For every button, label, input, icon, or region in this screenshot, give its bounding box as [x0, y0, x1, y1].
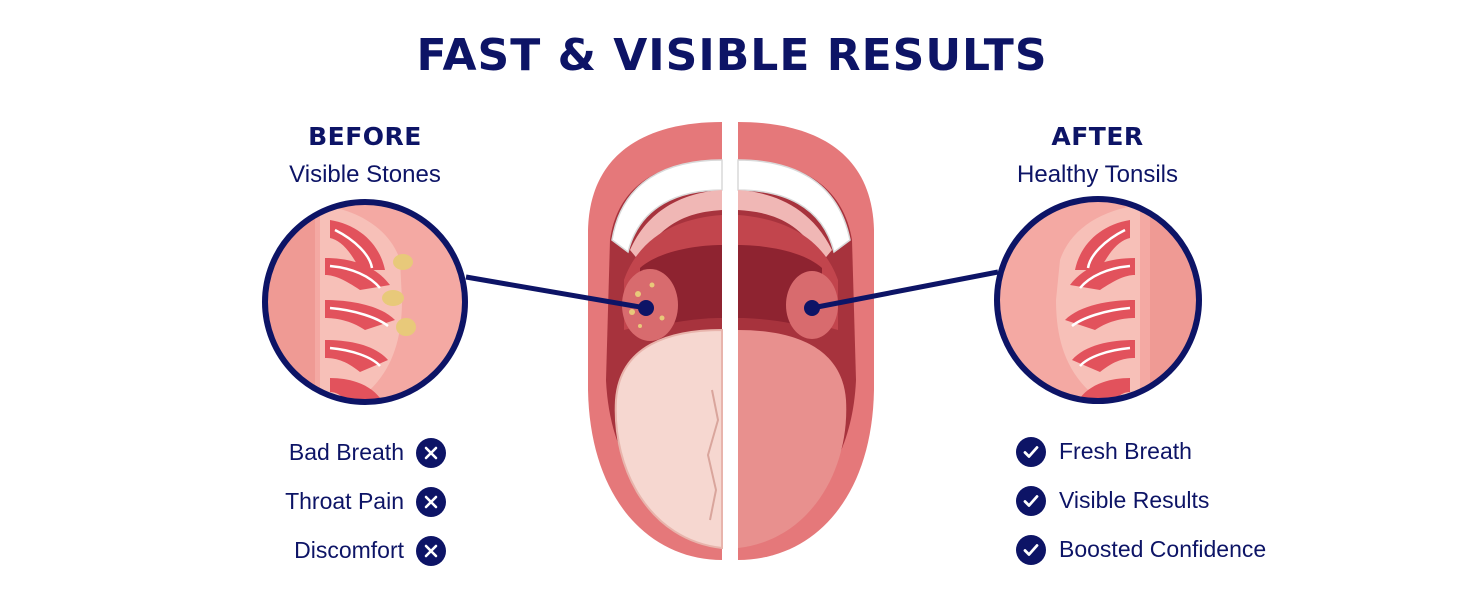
after-connector-dot [804, 300, 820, 316]
x-circle-icon [416, 437, 446, 468]
x-circle-icon [416, 486, 446, 517]
before-connector-line [465, 274, 647, 311]
after-connector-line [811, 269, 999, 311]
symptom-label: Throat Pain [285, 488, 404, 514]
before-tonsil-closeup [262, 199, 468, 405]
divider [726, 118, 736, 566]
mouth-left-half [588, 122, 723, 560]
symptom-label: Bad Breath [288, 439, 404, 465]
check-circle-icon [1016, 485, 1046, 516]
benefit-label: Fresh Breath [1059, 438, 1192, 464]
list-item: Boosted Confidence [1016, 525, 1316, 574]
benefit-label: Visible Results [1059, 487, 1210, 513]
benefit-label: Boosted Confidence [1059, 536, 1267, 562]
before-header: BEFORE Visible Stones [225, 122, 505, 189]
mouth-right-half [737, 122, 874, 560]
after-header: AFTER Healthy Tonsils [955, 122, 1240, 189]
before-heading: BEFORE [308, 122, 422, 151]
symptom-label: Discomfort [294, 537, 404, 563]
list-item: Visible Results [1016, 476, 1316, 525]
list-item: Throat Pain [230, 477, 446, 526]
check-circle-icon [1016, 436, 1046, 467]
after-heading: AFTER [1051, 122, 1144, 151]
page-title: FAST & VISIBLE RESULTS [416, 30, 1048, 81]
before-subheading: Visible Stones [289, 161, 441, 188]
after-benefit-list: Fresh Breath Visible Results Boosted Con… [1016, 427, 1316, 574]
list-item: Fresh Breath [1016, 427, 1316, 476]
after-subheading: Healthy Tonsils [1017, 161, 1178, 188]
list-item: Bad Breath [230, 428, 446, 477]
before-symptom-list: Bad Breath Throat Pain Discomfort [230, 428, 446, 575]
after-tonsil-closeup [994, 196, 1202, 404]
check-circle-icon [1016, 534, 1046, 565]
list-item: Discomfort [230, 526, 446, 575]
before-connector-dot [638, 300, 654, 316]
x-circle-icon [416, 535, 446, 566]
